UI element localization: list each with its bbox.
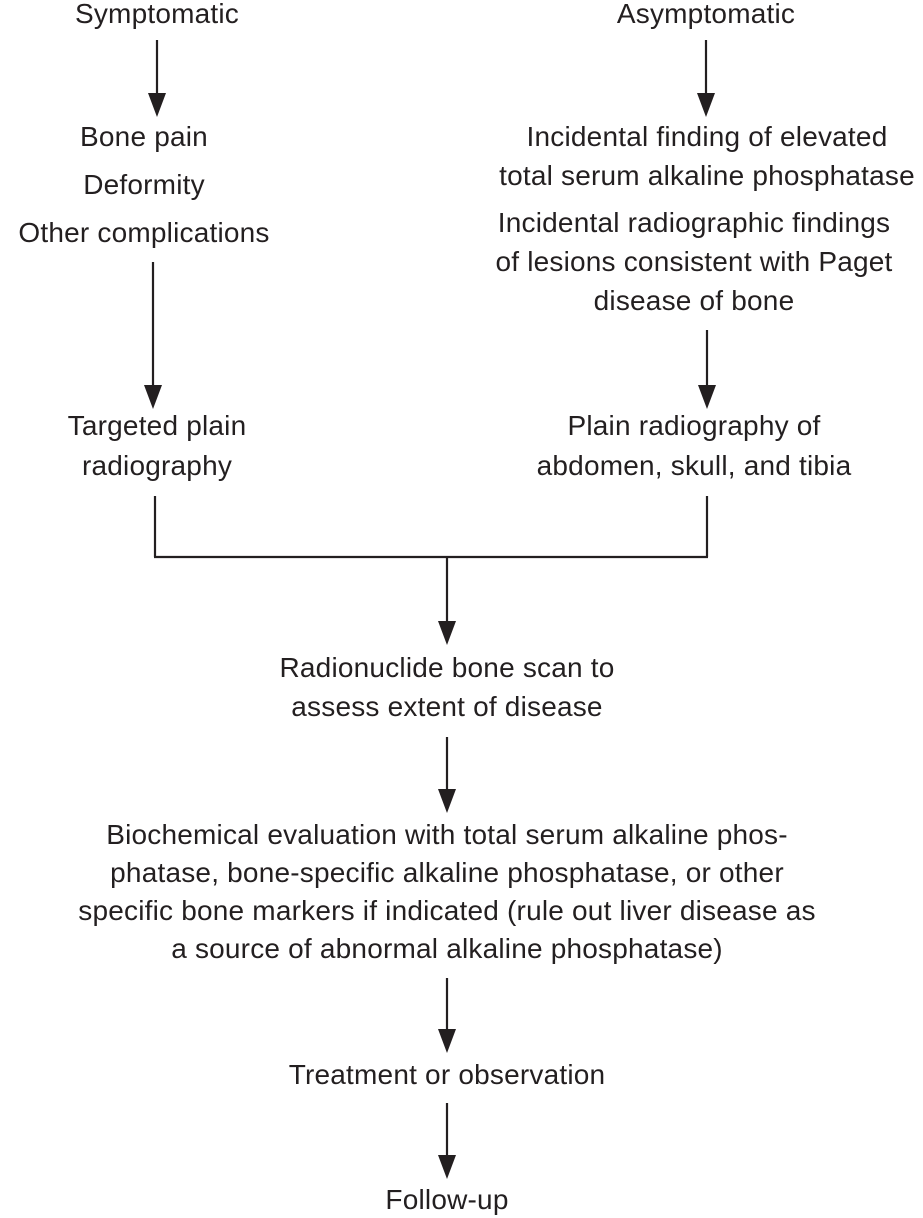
symptomatic-label: Symptomatic xyxy=(74,0,240,29)
incidental-rad-line-1: Incidental radiographic findings xyxy=(497,207,891,238)
incidental-rad-line-3: disease of bone xyxy=(593,285,795,316)
incidental-alp-line-2: total serum alkaline phosphatase xyxy=(499,160,915,191)
bone-pain-label: Bone pain xyxy=(80,121,208,152)
arrowhead-targeted xyxy=(144,385,162,409)
treatment-label: Treatment or observation xyxy=(288,1059,606,1090)
arrowhead-followup xyxy=(438,1155,456,1179)
asymptomatic-label: Asymptomatic xyxy=(616,0,796,29)
arrowhead-symptomatic xyxy=(148,93,166,117)
biochem-line-4: a source of abnormal alkaline phosphatas… xyxy=(171,933,723,964)
incidental-rad-line-2: of lesions consistent with Paget xyxy=(495,246,893,277)
biochem-line-3: specific bone markers if indicated (rule… xyxy=(78,895,816,926)
arrowhead-scan xyxy=(438,621,456,645)
incidental-alp-line-1: Incidental finding of elevated xyxy=(526,121,888,152)
arrowhead-treatment xyxy=(438,1029,456,1053)
followup-label: Follow-up xyxy=(385,1184,509,1215)
plain-radiography-line-1: Plain radiography of xyxy=(567,410,821,441)
targeted-radiography-line-2: radiography xyxy=(81,450,233,481)
arrowhead-asymptomatic xyxy=(697,93,715,117)
bone-scan-line-1: Radionuclide bone scan to xyxy=(279,652,615,683)
plain-radiography-line-2: abdomen, skull, and tibia xyxy=(536,450,852,481)
arrowhead-biochem xyxy=(438,789,456,813)
targeted-radiography-line-1: Targeted plain xyxy=(67,410,247,441)
arrowhead-plain xyxy=(698,385,716,409)
bone-scan-line-2: assess extent of disease xyxy=(291,691,603,722)
biochem-line-2: phatase, bone-specific alkaline phosphat… xyxy=(110,857,784,888)
deformity-label: Deformity xyxy=(83,169,205,200)
other-complications-label: Other complications xyxy=(18,217,270,248)
biochem-line-1: Biochemical evaluation with total serum … xyxy=(106,819,788,850)
